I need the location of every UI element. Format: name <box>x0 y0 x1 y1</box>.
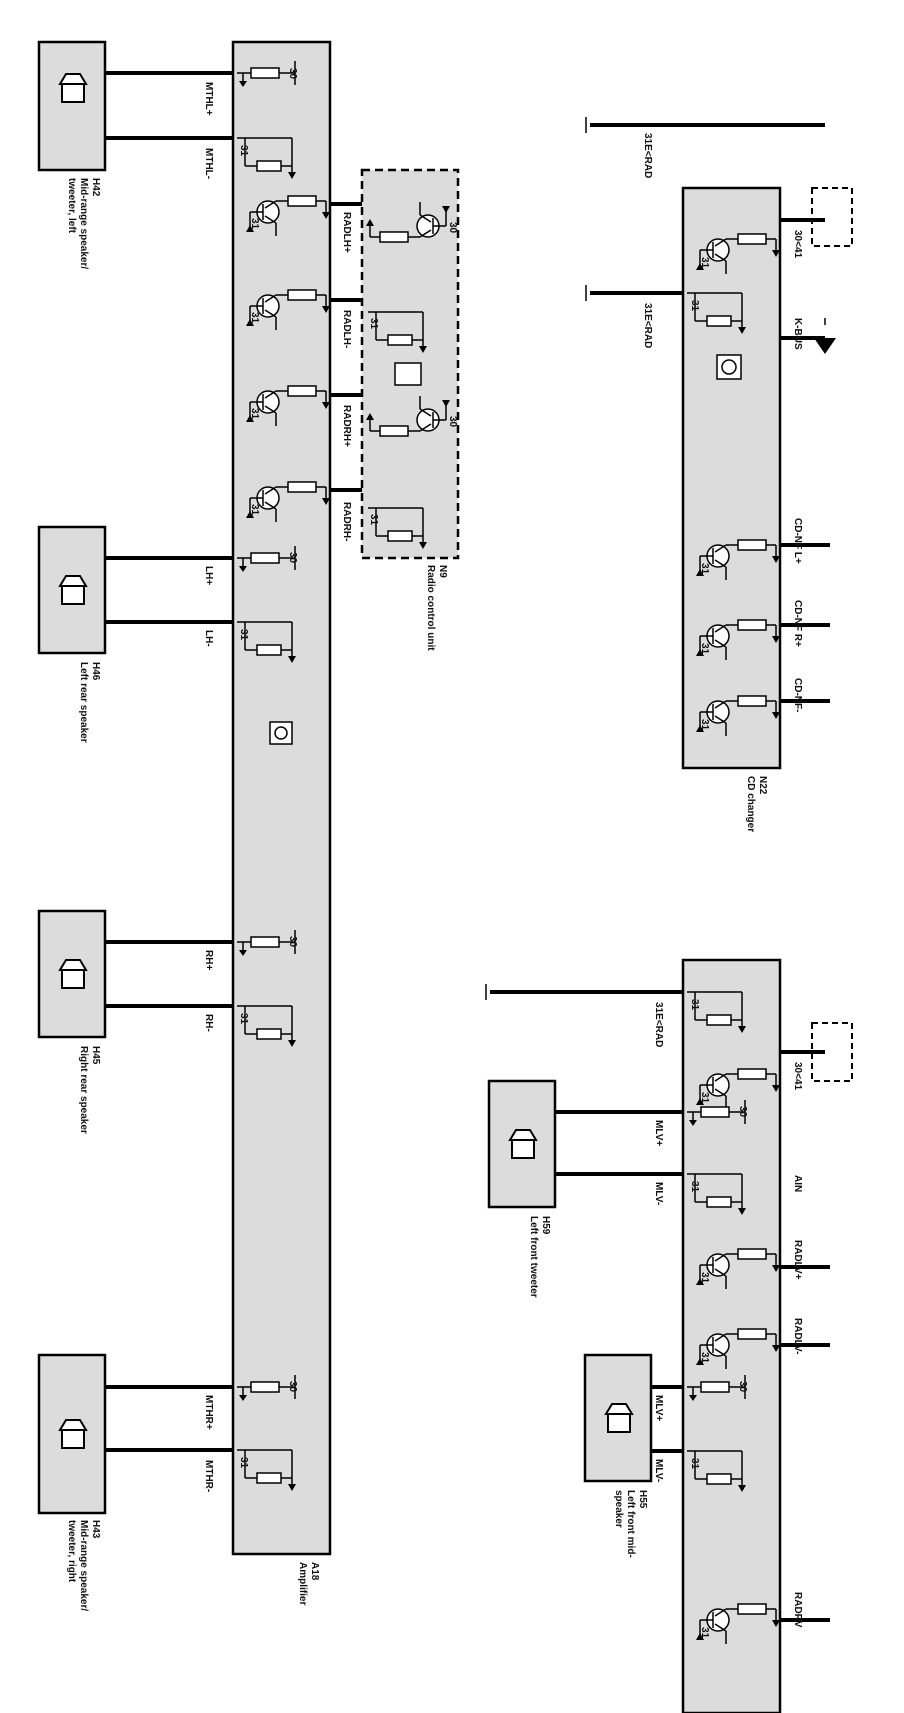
amplifier-code: A18 <box>309 1562 320 1581</box>
pin-31: 31 <box>699 719 710 731</box>
pin-30: 30 <box>737 1106 748 1118</box>
speaker-icon <box>59 959 87 989</box>
speaker-h55-line2: speaker <box>613 1490 624 1528</box>
pin-30: 30 <box>287 936 298 948</box>
pin-31: 31 <box>699 643 710 655</box>
speaker-icon <box>605 1403 633 1433</box>
pin-30: 30 <box>737 1381 748 1393</box>
cd-label-nf-minus: CD-NF- <box>792 678 803 712</box>
speaker-h43-code: H43 <box>90 1520 101 1539</box>
pin-31: 31 <box>249 312 260 324</box>
pin-30: 30 <box>287 552 298 564</box>
speaker-icon <box>59 575 87 605</box>
amplifier-name: Amplifier <box>297 1562 308 1605</box>
label-rh-minus: RH- <box>203 1014 214 1032</box>
pin-31: 31 <box>699 563 710 575</box>
amplifier-module <box>231 40 332 1556</box>
speaker-h55-line1: Left front mid- <box>625 1490 636 1558</box>
pin-30: 30 <box>447 416 458 428</box>
pin-31: 31 <box>699 257 710 269</box>
lower-label-31e-rad: 31E<RAD <box>653 1002 664 1047</box>
pin-31: 31 <box>249 408 260 420</box>
cd-changer-module <box>681 186 782 770</box>
pin-31: 31 <box>238 1013 249 1025</box>
pin-31: 31 <box>689 300 700 312</box>
label-radrh-minus: RADRH- <box>341 502 352 541</box>
speaker-h46-line1: Left rear speaker <box>78 662 89 743</box>
lower-label-radlv-minus: RADLV- <box>792 1318 803 1354</box>
lower-label-mlv-minus-2: MLV- <box>653 1459 664 1482</box>
cd-label-nf-l: CD-NF L+ <box>792 518 803 564</box>
label-mthr-plus: MTHR+ <box>203 1395 214 1430</box>
pin-31: 31 <box>699 1272 710 1284</box>
cd-label-nf-r: CD-NF R+ <box>792 600 803 647</box>
label-lh-minus: LH- <box>203 630 214 647</box>
radio-control-unit <box>360 168 460 560</box>
speaker-h55-code: H55 <box>637 1490 648 1509</box>
label-radrh-plus: RADRH+ <box>341 405 352 447</box>
pin-31: 31 <box>699 1352 710 1364</box>
pin-31: 31 <box>238 629 249 641</box>
pin-31: 31 <box>249 218 260 230</box>
pin-31: 31 <box>238 145 249 157</box>
pin-31: 31 <box>249 504 260 516</box>
pin-30: 30 <box>447 222 458 234</box>
pin-31: 31 <box>238 1457 249 1469</box>
speaker-icon <box>59 1419 87 1449</box>
cd-changer-name: CD changer <box>745 776 756 832</box>
speaker-h43-line2: tweeter, right <box>66 1520 77 1583</box>
speaker-h42-line2: tweeter, left <box>66 178 77 234</box>
speaker-h45-line1: Right rear speaker <box>78 1046 89 1134</box>
label-mthl-plus: MTHL+ <box>203 82 214 116</box>
speaker-icon <box>509 1129 537 1159</box>
speaker-h42 <box>37 40 107 172</box>
speaker-h59-line1: Left front tweeter <box>528 1216 539 1298</box>
lower-label-30-41: 30<41 <box>792 1062 803 1091</box>
speaker-h59-code: H59 <box>540 1216 551 1235</box>
lower-label-radrv: RADRV <box>792 1592 803 1628</box>
pin-31: 31 <box>699 1092 710 1104</box>
label-mthl-minus: MTHL- <box>203 148 214 179</box>
radio-name: Radio control unit <box>425 565 436 651</box>
speaker-h46 <box>37 525 107 655</box>
lower-label-mlv-plus: MLV+ <box>653 1120 664 1146</box>
cd-label-30-41: 30<41 <box>792 230 803 259</box>
cd-changer-code: N22 <box>757 776 768 795</box>
lower-label-ain: AIN <box>792 1175 803 1192</box>
pin-31: 31 <box>689 1181 700 1193</box>
label-mthr-minus: MTHR- <box>203 1460 214 1492</box>
speaker-icon <box>59 73 87 103</box>
speaker-h42-code: H42 <box>90 178 101 197</box>
label-radlh-plus: RADLH+ <box>341 212 352 253</box>
cd-label-31e-rad-top: 31E<RAD <box>642 133 653 178</box>
label-radlh-minus: RADLH- <box>341 310 352 348</box>
speaker-h42-line1: Mid-range speaker/ <box>78 178 89 269</box>
speaker-h46-code: H46 <box>90 662 101 681</box>
pin-31: 31 <box>699 1627 710 1639</box>
pin-30: 30 <box>287 68 298 80</box>
radio-code: N9 <box>437 565 448 578</box>
pin-31: 31 <box>689 999 700 1011</box>
lower-label-mlv-plus-2: MLV+ <box>653 1395 664 1421</box>
pin-30: 30 <box>287 1381 298 1393</box>
label-lh-plus: LH+ <box>203 566 214 585</box>
speaker-h43-line1: Mid-range speaker/ <box>78 1520 89 1611</box>
pin-31: 31 <box>368 514 379 526</box>
lower-label-radlv-plus: RADLV+ <box>792 1240 803 1280</box>
label-rh-plus: RH+ <box>203 950 214 970</box>
lower-label-mlv-minus: MLV- <box>653 1182 664 1205</box>
cd-label-31e-rad: 31E<RAD <box>642 303 653 348</box>
pin-31: 31 <box>368 318 379 330</box>
cd-label-k-bus: K-BUS <box>792 318 803 350</box>
speaker-h45-code: H45 <box>90 1046 101 1065</box>
pin-31: 31 <box>689 1458 700 1470</box>
